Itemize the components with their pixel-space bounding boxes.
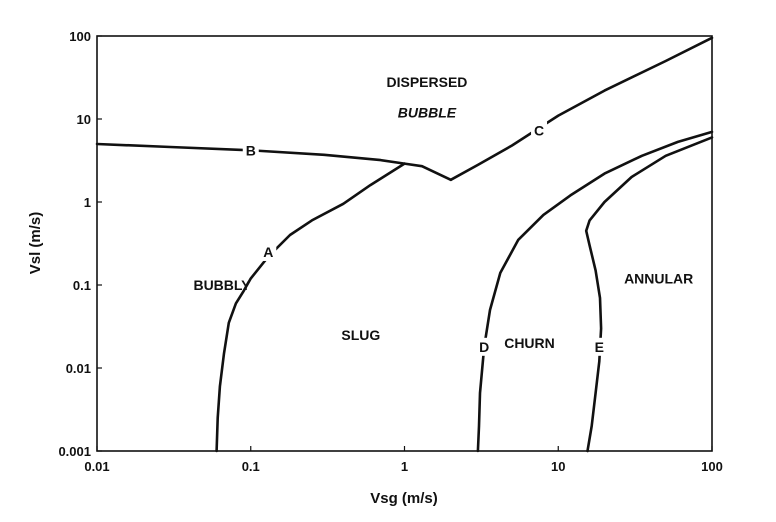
y-tick-label: 10 bbox=[77, 112, 91, 127]
boundary-e bbox=[584, 136, 714, 453]
region-labels: DISPERSED BUBBLE BUBBLY SLUG CHURN ANNULAR bbox=[193, 74, 693, 351]
x-tick-label: 0.1 bbox=[242, 459, 260, 474]
boundary-d bbox=[476, 130, 714, 453]
boundary-a bbox=[215, 162, 406, 453]
region-label-bubbly: BUBBLY bbox=[193, 277, 251, 293]
curve-label-gap bbox=[242, 141, 259, 160]
curve-labels: A B C D E bbox=[242, 121, 608, 356]
region-label-bubble: BUBBLE bbox=[398, 104, 457, 120]
curve-label-d: D bbox=[479, 339, 489, 355]
boundary-b bbox=[95, 142, 453, 182]
x-tick-label: 1 bbox=[401, 459, 408, 474]
region-label-churn: CHURN bbox=[504, 335, 555, 351]
plot-frame bbox=[96, 35, 713, 452]
y-axis-title: Vsl (m/s) bbox=[27, 212, 44, 275]
curve-label-c: C bbox=[534, 122, 544, 138]
x-axis-title: Vsg (m/s) bbox=[370, 490, 438, 507]
boundary-curves bbox=[95, 36, 714, 453]
y-tick-label: 0.1 bbox=[73, 278, 91, 293]
curve-label-gap bbox=[591, 337, 608, 356]
y-tick-label: 0.001 bbox=[58, 444, 91, 459]
boundary-c bbox=[449, 36, 714, 182]
y-tick-label: 1 bbox=[84, 195, 91, 210]
curve-label-gap bbox=[260, 242, 277, 261]
region-label-annular: ANNULAR bbox=[624, 270, 693, 286]
x-tick-label: 0.01 bbox=[84, 459, 109, 474]
curve-label-e: E bbox=[595, 339, 604, 355]
x-tick-label: 100 bbox=[701, 459, 723, 474]
y-tick-label: 0.01 bbox=[66, 361, 91, 376]
curve-label-gap bbox=[476, 337, 493, 356]
curve-label-b: B bbox=[246, 142, 256, 158]
curve-label-gap bbox=[531, 121, 548, 140]
region-label-dispersed: DISPERSED bbox=[387, 74, 468, 90]
y-tick-label: 100 bbox=[69, 29, 91, 44]
curve-label-a: A bbox=[263, 244, 273, 260]
region-label-slug: SLUG bbox=[341, 327, 380, 343]
x-tick-label: 10 bbox=[551, 459, 565, 474]
